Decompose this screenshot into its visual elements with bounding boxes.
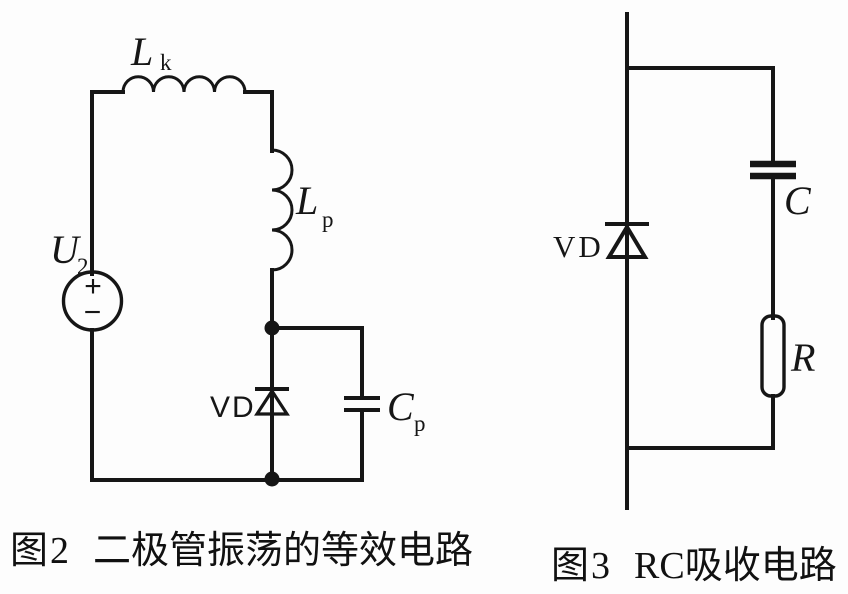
inductor-lp-subscript: p (322, 207, 334, 232)
figure3-title: RC吸收电路 (634, 545, 837, 587)
junction-node-top (264, 320, 280, 336)
diode-vd2-triangle (254, 388, 290, 416)
figure2-number: 图2 (10, 530, 72, 572)
inductor-lp-label: L (295, 178, 318, 223)
source-u2-subscript: 2 (77, 254, 89, 279)
resistor-r-body (760, 314, 786, 398)
wire-lk-to-lp (243, 90, 274, 153)
diode-vd3-triangle (605, 223, 649, 259)
inductor-lp-coil (271, 148, 294, 272)
inductor-lk-coil (121, 75, 247, 93)
capacitor-cp-label: C (387, 384, 415, 429)
diode-vd3-label: VD (553, 229, 604, 264)
figure3-caption: 图3 RC吸收电路 (551, 543, 837, 589)
source-minus-sign: − (84, 296, 102, 329)
wire-source-to-lk (90, 90, 125, 276)
source-plus-sign: + (84, 270, 102, 303)
figure2-caption: 图2 二极管振荡的等效电路 (10, 528, 473, 574)
source-u2-label: U (50, 227, 82, 272)
wire-snubber-top (625, 66, 775, 163)
resistor-r-label: R (790, 335, 815, 380)
wire-cp-branch-top (270, 326, 364, 397)
wire-r-to-bottom (625, 394, 775, 450)
figure3-circuit: VD C R (553, 12, 815, 510)
figure2-title: 二极管振荡的等效电路 (93, 530, 474, 572)
figure2-circuit: + − L k L p U 2 VD C (50, 29, 426, 487)
inductor-lk-subscript: k (160, 50, 172, 75)
junction-node-bottom (264, 471, 280, 487)
inductor-lk-label: L (130, 29, 153, 74)
capacitor-cp-subscript: p (414, 411, 426, 436)
diode-vd2-label: VD (210, 391, 256, 424)
capacitor-c-label: C (784, 178, 812, 223)
figure3-number: 图3 (551, 545, 613, 587)
